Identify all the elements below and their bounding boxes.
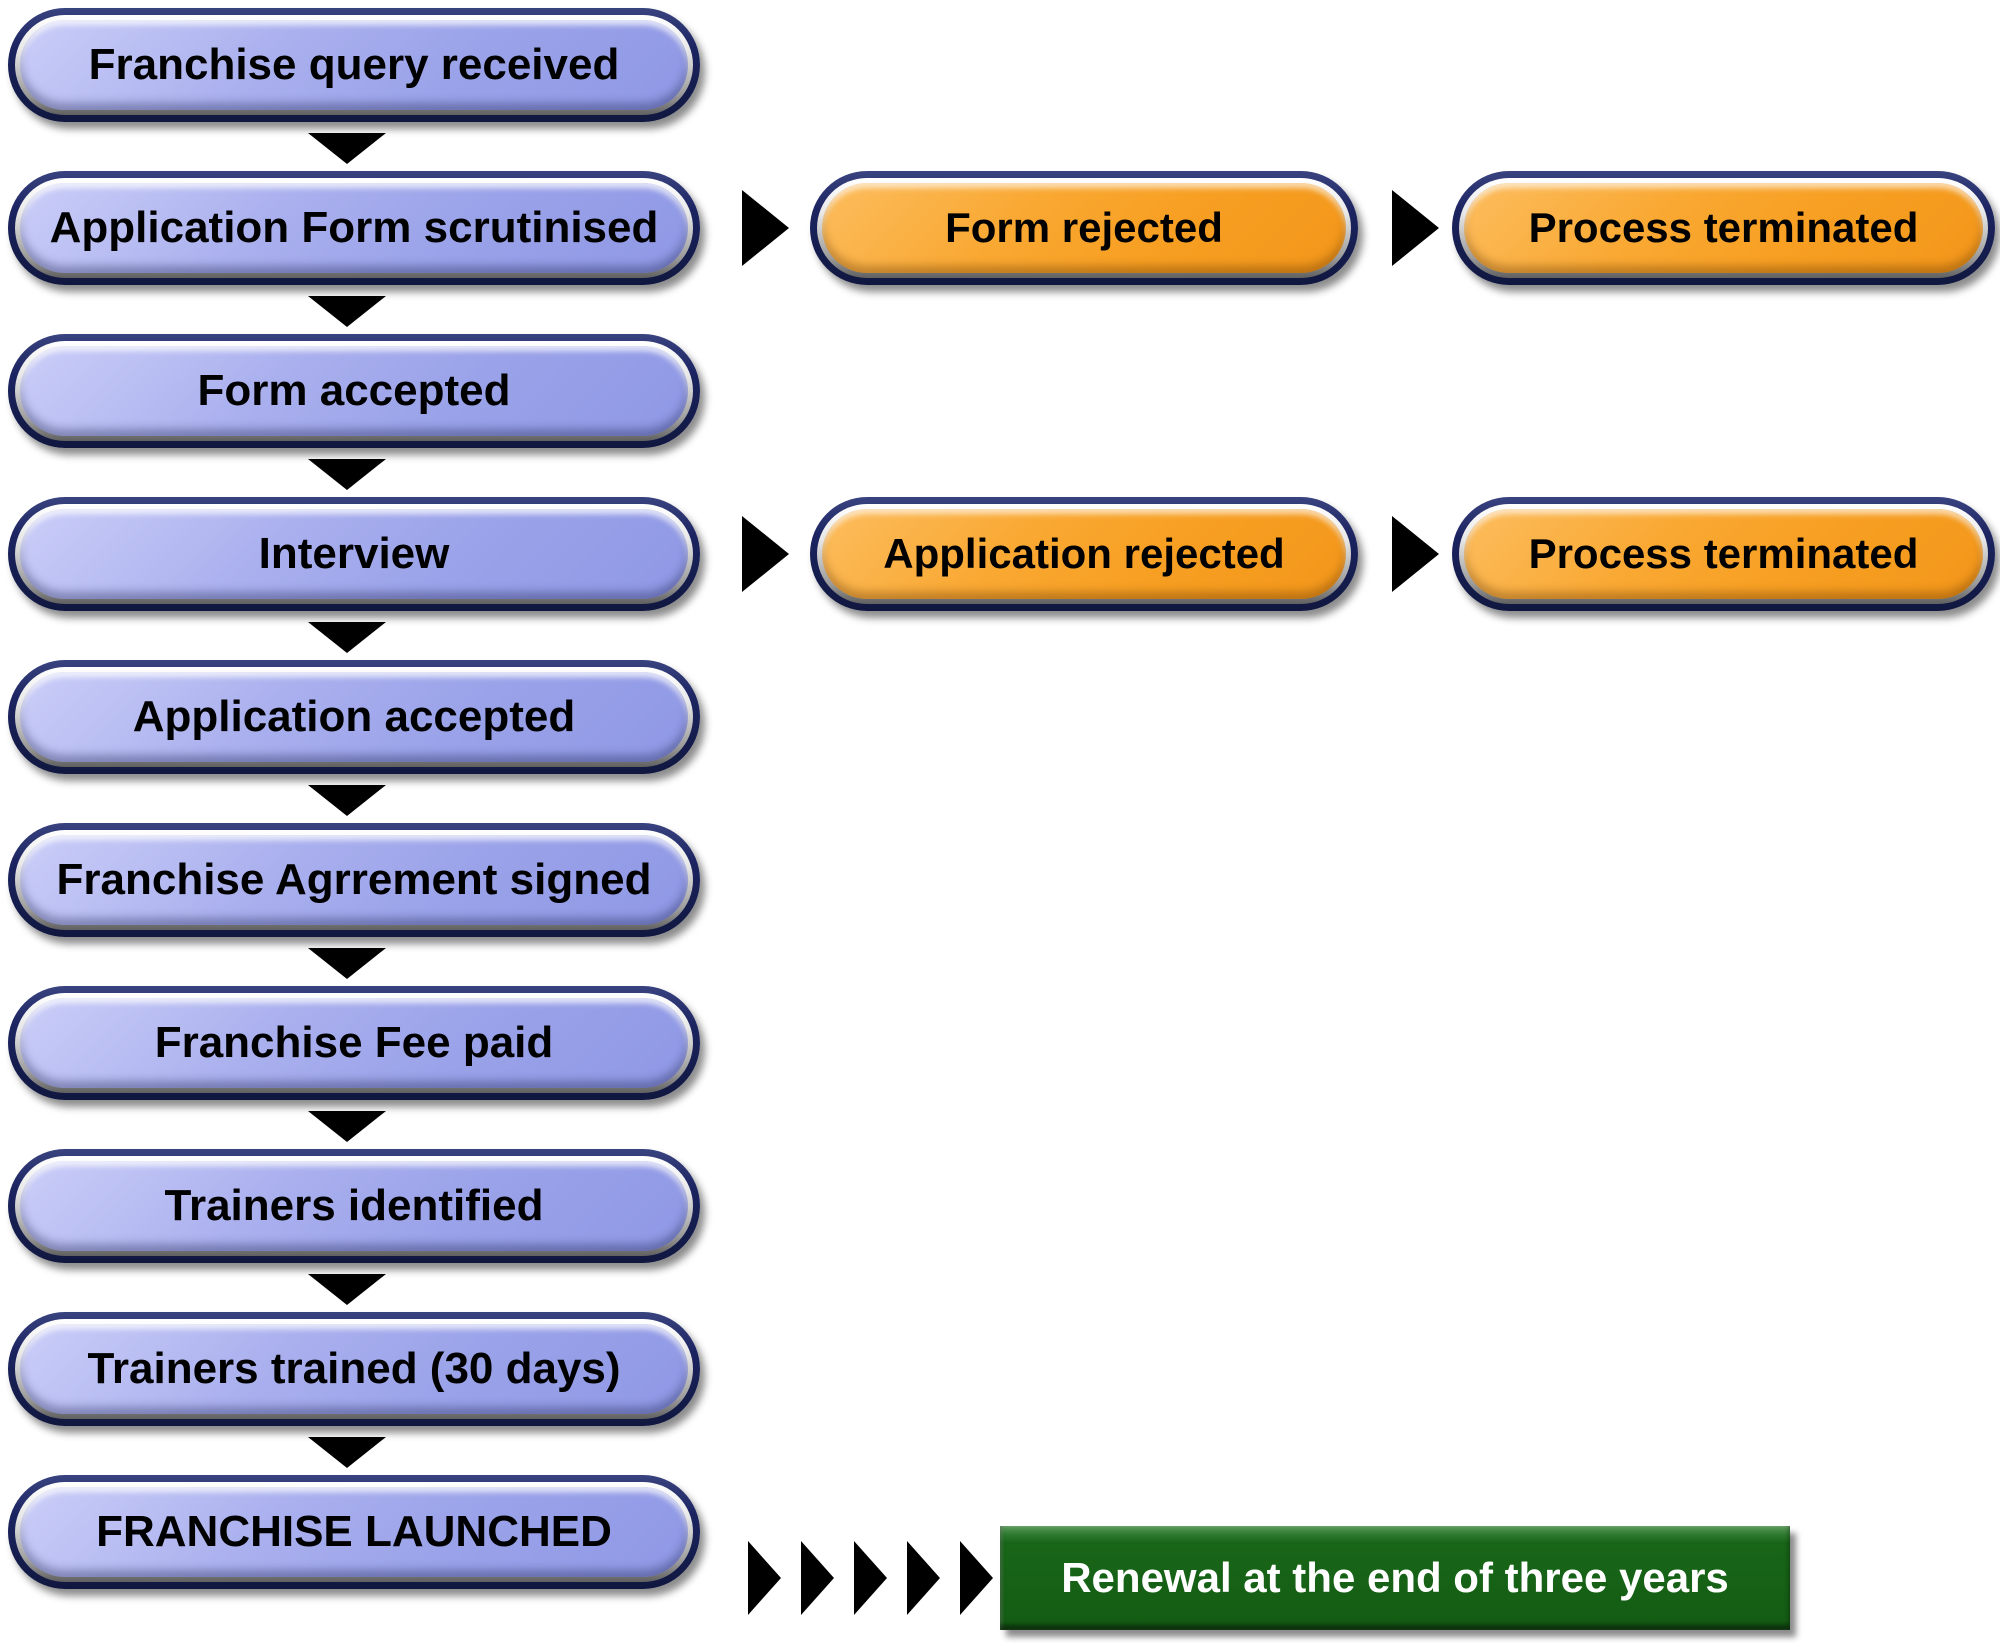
step-pill-application-accepted: Application accepted (8, 660, 700, 774)
step-pill-application-form-scrutinised: Application Form scrutinised (8, 171, 700, 285)
down-arrow-icon (308, 622, 386, 653)
down-arrow-icon (308, 1111, 386, 1142)
down-arrow-icon (308, 1274, 386, 1305)
step-pill-trainers-identified: Trainers identified (8, 1149, 700, 1263)
step-label: Form accepted (20, 346, 688, 436)
right-arrow-icon (1392, 190, 1439, 266)
pill-ring: Franchise Agrrement signed (15, 830, 693, 930)
renewal-banner: Renewal at the end of three years (1000, 1526, 1790, 1630)
step-pill-trainers-trained: Trainers trained (30 days) (8, 1312, 700, 1426)
pill-ring: Franchise Fee paid (15, 993, 693, 1093)
step-pill-franchise-fee-paid: Franchise Fee paid (8, 986, 700, 1100)
right-arrow-icon (742, 516, 789, 592)
right-arrow-icon (1392, 516, 1439, 592)
pill-ring: Franchise query received (15, 15, 693, 115)
down-arrow-icon (308, 296, 386, 327)
pill-ring: Form accepted (15, 341, 693, 441)
down-arrow-icon (308, 459, 386, 490)
step-label: Franchise Agrrement signed (20, 835, 688, 925)
pill-ring: FRANCHISE LAUNCHED (15, 1482, 693, 1582)
step-label: Franchise query received (20, 20, 688, 110)
reject-pill-process-terminated-1: Process terminated (1452, 171, 1995, 285)
step-label: FRANCHISE LAUNCHED (20, 1487, 688, 1577)
pill-ring: Process terminated (1459, 178, 1988, 278)
step-label: Trainers trained (30 days) (20, 1324, 688, 1414)
step-label: Application accepted (20, 672, 688, 762)
down-arrow-icon (308, 948, 386, 979)
step-label: Trainers identified (20, 1161, 688, 1251)
reject-pill-process-terminated-2: Process terminated (1452, 497, 1995, 611)
right-arrow-icon (742, 190, 789, 266)
pill-ring: Application accepted (15, 667, 693, 767)
reject-label: Process terminated (1464, 509, 1983, 599)
step-pill-franchise-query-received: Franchise query received (8, 8, 700, 122)
reject-label: Application rejected (822, 509, 1346, 599)
pill-ring: Form rejected (817, 178, 1351, 278)
pill-ring: Application Form scrutinised (15, 178, 693, 278)
forward-arrow-icon (748, 1541, 781, 1615)
pill-ring: Interview (15, 504, 693, 604)
pill-ring: Application rejected (817, 504, 1351, 604)
pill-ring: Trainers identified (15, 1156, 693, 1256)
forward-arrow-icon (854, 1541, 887, 1615)
step-pill-interview: Interview (8, 497, 700, 611)
reject-label: Process terminated (1464, 183, 1983, 273)
reject-label: Form rejected (822, 183, 1346, 273)
down-arrow-icon (308, 133, 386, 164)
forward-arrow-icon (907, 1541, 940, 1615)
step-label: Franchise Fee paid (20, 998, 688, 1088)
pill-ring: Process terminated (1459, 504, 1988, 604)
step-pill-form-accepted: Form accepted (8, 334, 700, 448)
step-label: Interview (20, 509, 688, 599)
pill-ring: Trainers trained (30 days) (15, 1319, 693, 1419)
down-arrow-icon (308, 1437, 386, 1468)
forward-arrow-icon (801, 1541, 834, 1615)
down-arrow-icon (308, 785, 386, 816)
step-label: Application Form scrutinised (20, 183, 688, 273)
forward-arrow-icon (960, 1541, 993, 1615)
step-pill-franchise-agreement-signed: Franchise Agrrement signed (8, 823, 700, 937)
reject-pill-application-rejected: Application rejected (810, 497, 1358, 611)
reject-pill-form-rejected: Form rejected (810, 171, 1358, 285)
renewal-label: Renewal at the end of three years (1061, 1554, 1729, 1601)
step-pill-franchise-launched: FRANCHISE LAUNCHED (8, 1475, 700, 1589)
